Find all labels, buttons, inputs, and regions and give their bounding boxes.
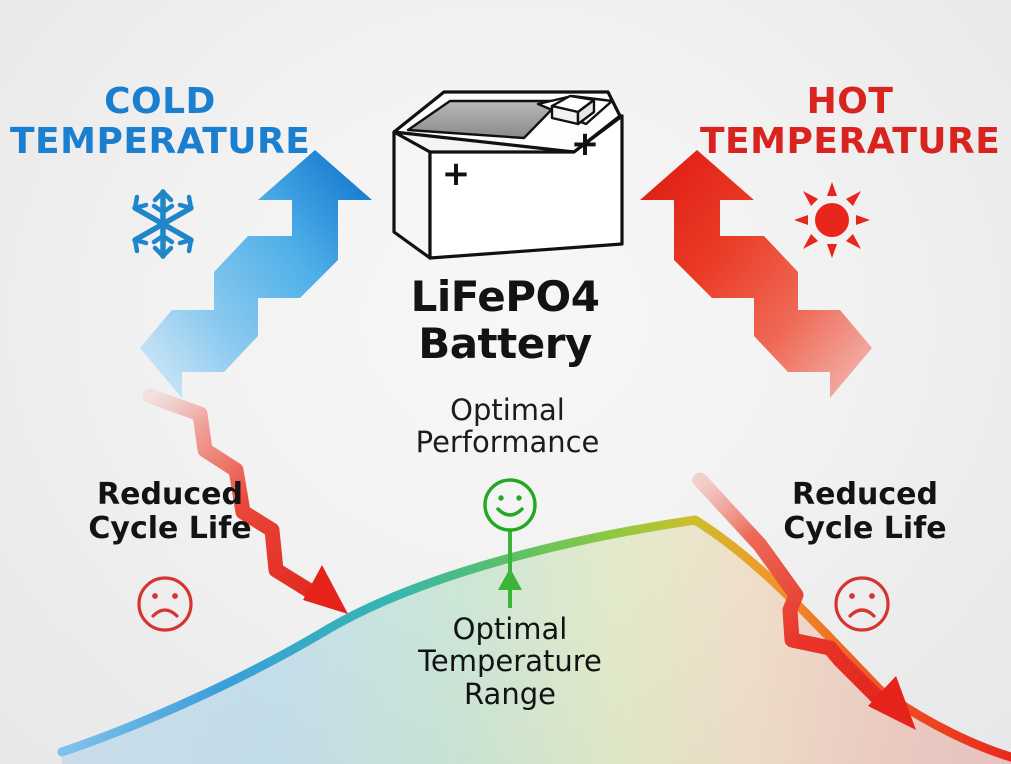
optimal-performance-label: Optimal Performance [415,393,600,460]
zigzag-arrow-up-left-icon [640,150,872,398]
cold-temperature-heading: COLD TEMPERATURE [10,81,311,163]
terminal-plus-left: + [442,154,471,194]
declining-arrow-icon [692,472,916,730]
reduced-cycle-life-right-label: Reduced Cycle Life [783,477,947,546]
terminal-plus-right: + [571,124,600,164]
battery-name-label: LiFePO4 Battery [410,272,600,369]
sad-face-icon [137,576,193,632]
sad-face-icon [834,576,890,632]
battery-terminal-marks: + + [442,124,600,194]
battery-icon [392,90,624,260]
declining-arrow-icon [142,388,348,614]
happy-face-icon [483,478,537,532]
snowflake-icon [132,188,194,260]
optimal-temperature-range-label: Optimal Temperature Range [418,612,602,711]
arrow-up-icon [498,530,522,608]
sun-icon [794,182,870,258]
reduced-cycle-life-left-label: Reduced Cycle Life [88,477,252,546]
zigzag-arrow-up-right-icon [140,150,372,398]
curve-area-fill [62,520,1011,764]
hot-temperature-heading: HOT TEMPERATURE [700,81,1001,163]
